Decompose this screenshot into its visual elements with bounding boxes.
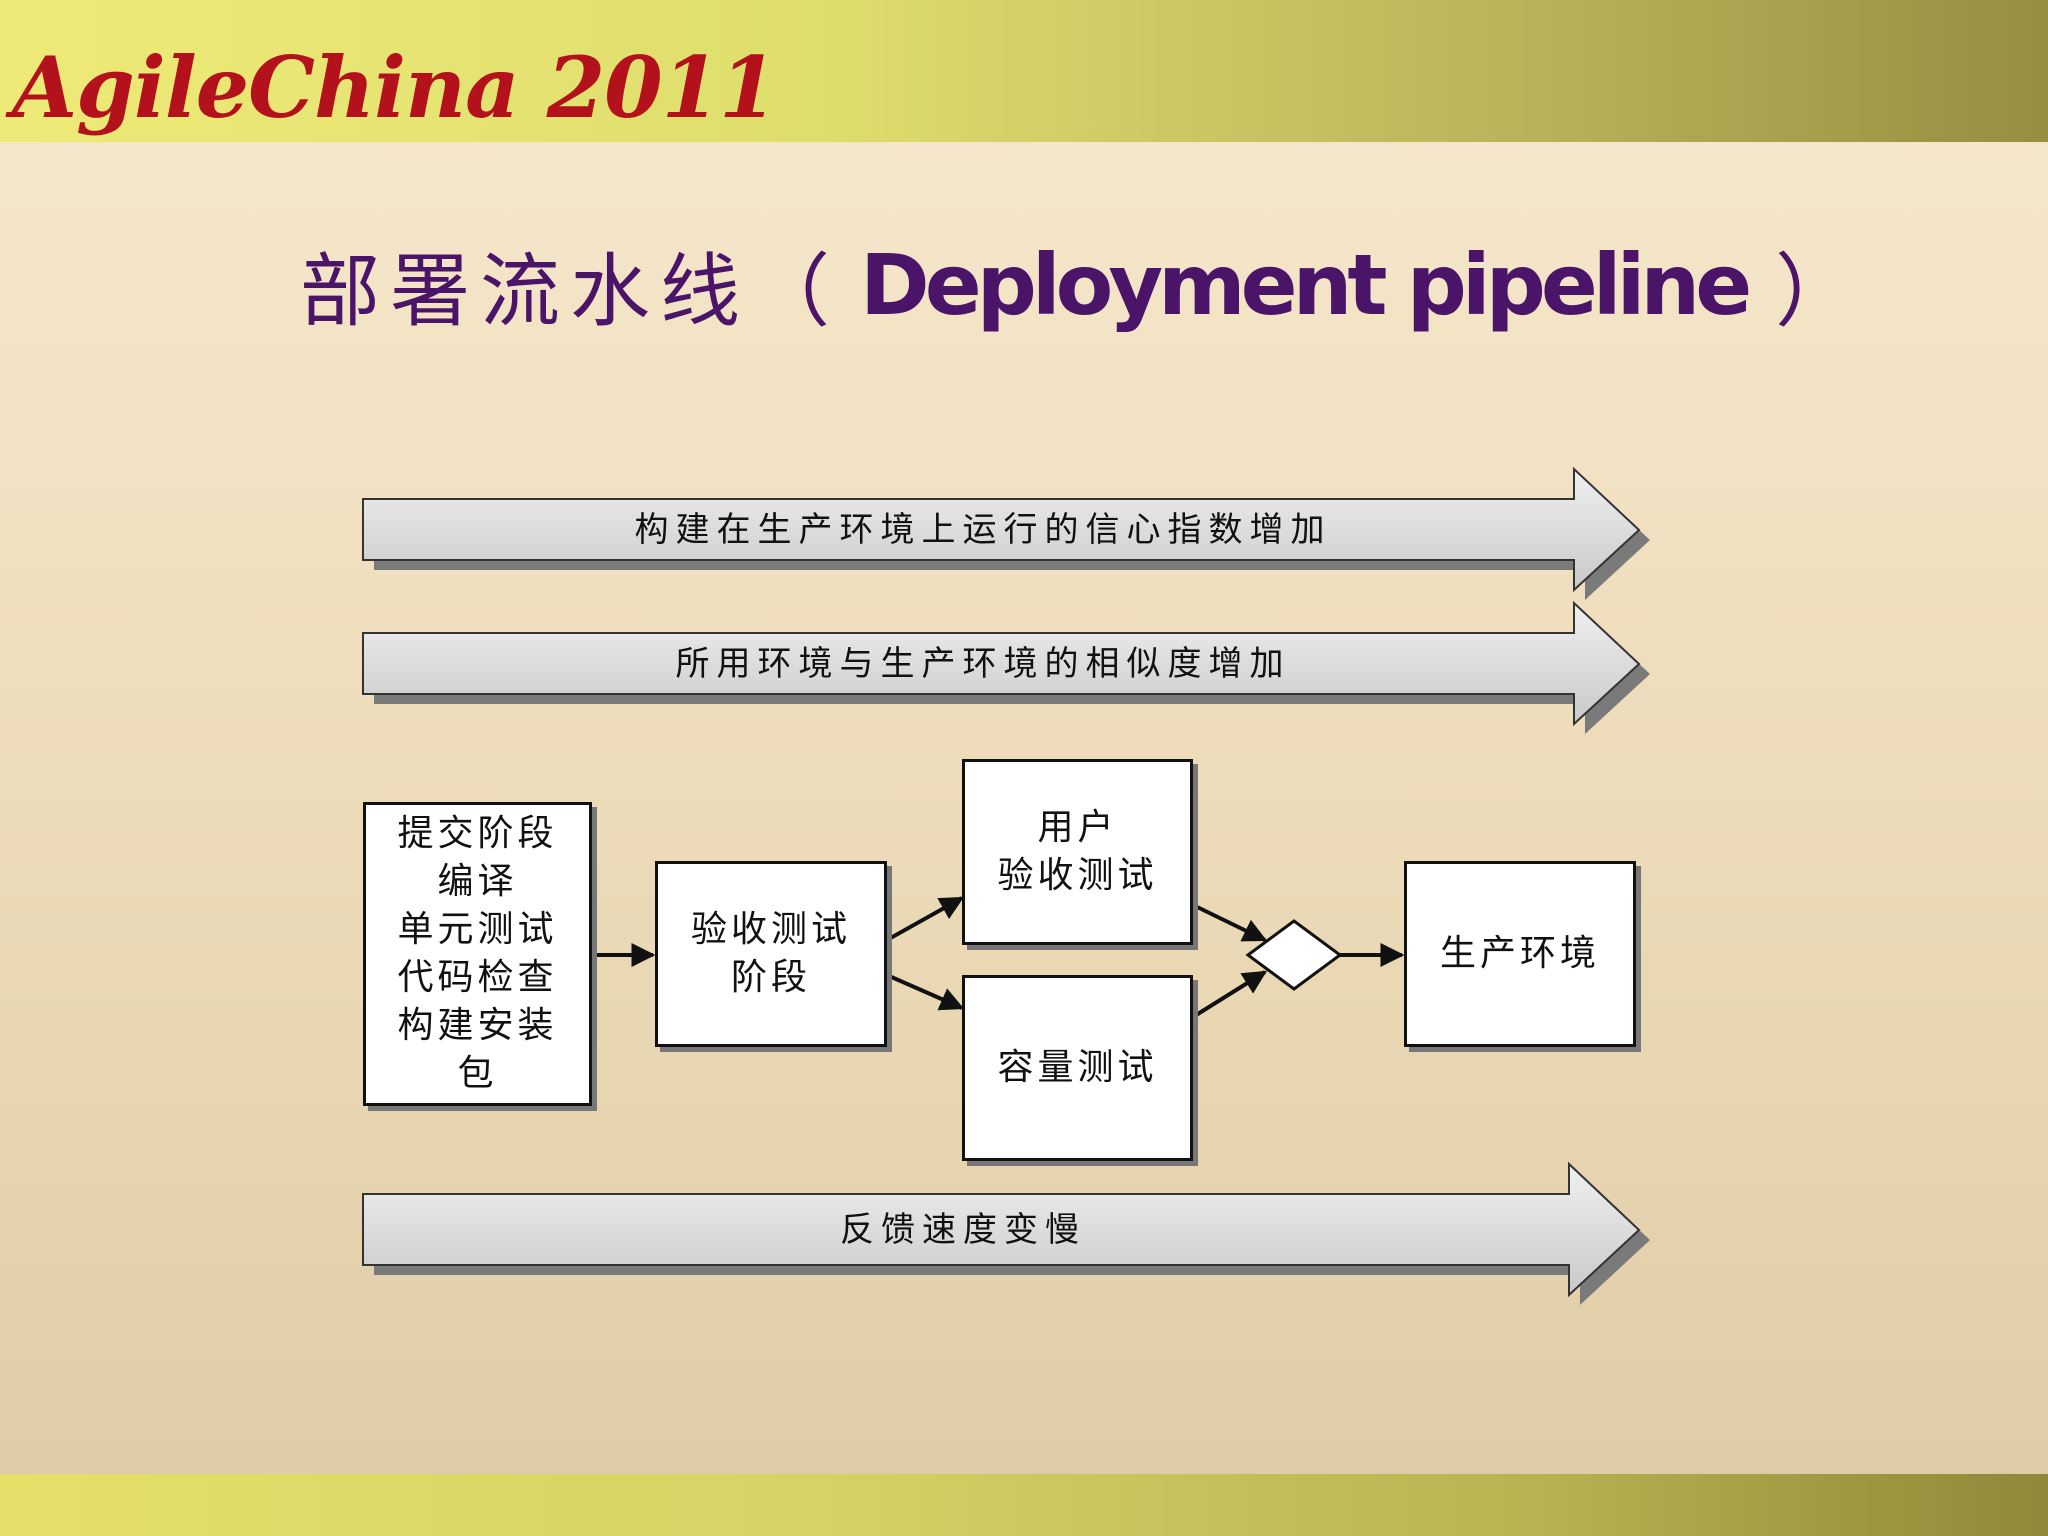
banner-arrow-feedback xyxy=(362,1161,1650,1305)
slide-title: 部署流水线（ Deployment pipeline ） xyxy=(300,225,1855,345)
stage-acceptance-text: 验收测试 阶段 xyxy=(690,909,851,998)
banner-label-similarity: 所用环境与生产环境的相似度增加 xyxy=(675,644,1291,684)
banner-label-confidence: 构建在生产环境上运行的信心指数增加 xyxy=(634,510,1332,550)
stage-user-acceptance-text: 用户 验收测试 xyxy=(997,807,1158,896)
connector-acceptance-capacity xyxy=(886,973,965,1011)
logo: AgileChina 2011 xyxy=(12,38,778,137)
stage-user-acceptance: 用户 验收测试 xyxy=(962,759,1193,945)
banner-arrow-similarity xyxy=(362,600,1650,734)
connector-uat-decision xyxy=(1192,903,1268,942)
connector-acceptance-uat xyxy=(886,896,965,942)
stage-commit-text: 提交阶段 编译 单元测试 代码检查 构建安装 包 xyxy=(397,813,558,1094)
stage-capacity: 容量测试 xyxy=(962,975,1193,1161)
connector-capacity-decision xyxy=(1191,970,1268,1019)
slide-title-en: Deployment pipeline xyxy=(860,236,1752,334)
slide-title-close: ） xyxy=(1775,245,1856,338)
banner-arrow-confidence xyxy=(362,466,1650,600)
stage-commit: 提交阶段 编译 单元测试 代码检查 构建安装 包 xyxy=(363,802,592,1106)
header-band xyxy=(0,0,2048,142)
banner-label-feedback: 反馈速度变慢 xyxy=(840,1210,1086,1250)
stage-acceptance: 验收测试 阶段 xyxy=(655,861,887,1047)
stage-capacity-text: 容量测试 xyxy=(997,1047,1158,1088)
decision-diamond xyxy=(1245,919,1343,991)
footer-band xyxy=(0,1474,2048,1536)
stage-production-text: 生产环境 xyxy=(1439,933,1600,974)
slide-title-cn: 部署流水线（ xyxy=(300,245,840,338)
stage-production: 生产环境 xyxy=(1404,861,1636,1047)
